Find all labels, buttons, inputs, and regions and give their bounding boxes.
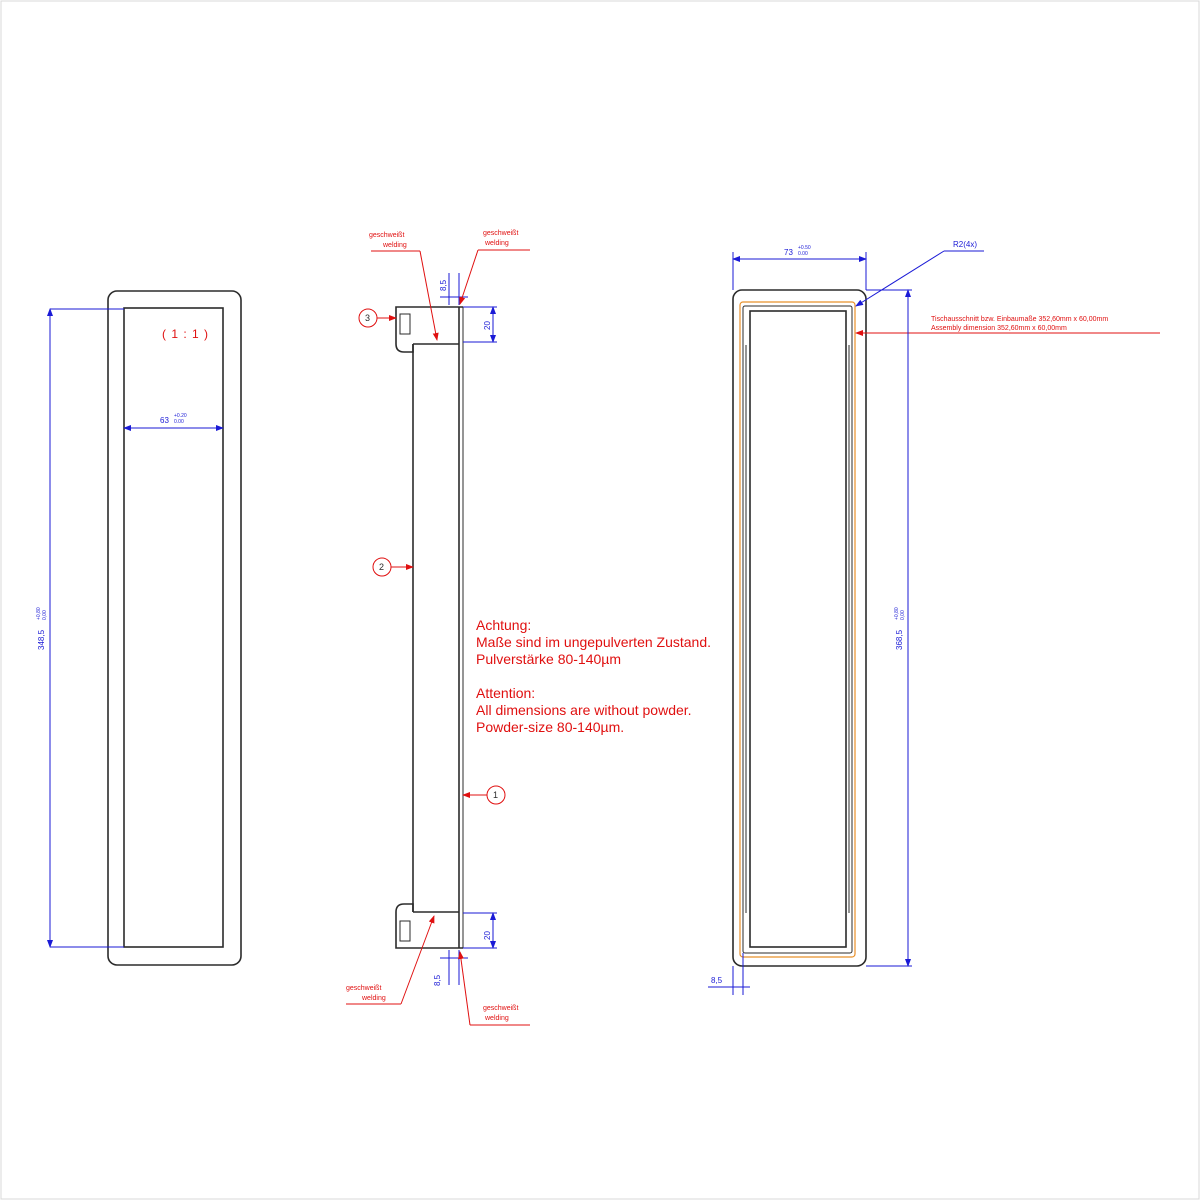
right-outer-frame bbox=[732, 289, 867, 967]
note-en-title: Attention: bbox=[476, 685, 536, 701]
right-width-tol-upper: +0.50 bbox=[798, 245, 811, 251]
right-height-dimension-value: 368,5 bbox=[895, 629, 904, 650]
middle-top-flange bbox=[395, 306, 463, 353]
left-width-dimension-value: 63 bbox=[160, 416, 169, 425]
right-inner-panel bbox=[749, 310, 847, 948]
note-de-title: Achtung: bbox=[476, 617, 532, 633]
note-de-line2: Pulverstärke 80-140µm bbox=[476, 651, 622, 667]
right-small-dimension-value: 8,5 bbox=[711, 976, 723, 985]
middle-view: 8,5 20 20 8,5 geschweißt welding geschwe… bbox=[346, 230, 530, 1026]
cutout-label-en: Assembly dimension 352,60mm x 60,00mm bbox=[931, 325, 1067, 332]
weld-label-top-right-de: geschweißt bbox=[483, 230, 518, 237]
weld-leader-top-left bbox=[419, 250, 439, 341]
top-flange-dimension-value: 20 bbox=[483, 321, 492, 330]
balloon-1 bbox=[486, 785, 506, 805]
weld-leader-bottom-left bbox=[400, 915, 435, 1005]
right-height-tol-upper: +0,80 bbox=[894, 607, 900, 620]
weld-label-bottom-left-de: geschweißt bbox=[346, 985, 381, 992]
right-cutout-outline bbox=[739, 301, 856, 958]
powder-coating-note: Achtung: Maße sind im ungepulverten Zust… bbox=[476, 617, 711, 736]
note-en-line2: Powder-size 80-140µm. bbox=[476, 719, 625, 735]
top-small-dimension-value: 8,5 bbox=[439, 279, 448, 291]
weld-label-bottom-right-de: geschweißt bbox=[483, 1005, 518, 1012]
weld-label-top-left-de: geschweißt bbox=[369, 232, 404, 239]
balloon-2 bbox=[372, 557, 392, 577]
left-height-dimension-value: 348,5 bbox=[37, 629, 46, 650]
radius-leader bbox=[855, 250, 945, 307]
radius-label: R2(4x) bbox=[953, 240, 977, 249]
weld-label-top-right-en: welding bbox=[484, 240, 509, 247]
balloon-1-label: 1 bbox=[493, 790, 498, 800]
balloon-2-label: 2 bbox=[379, 562, 384, 572]
left-height-tol-lower: 0,00 bbox=[42, 610, 48, 620]
middle-bottom-flange bbox=[395, 903, 463, 949]
right-outer-rim bbox=[742, 305, 853, 954]
middle-bottom-slot bbox=[399, 920, 411, 942]
note-spacer bbox=[476, 668, 711, 685]
right-height-tol-lower: 0,00 bbox=[900, 610, 906, 620]
balloon-3 bbox=[358, 308, 378, 328]
right-width-dimension-value: 73 bbox=[784, 248, 793, 257]
left-inner-opening bbox=[123, 307, 224, 948]
bottom-small-dimension-value: 8,5 bbox=[433, 974, 442, 986]
weld-label-bottom-right-en: welding bbox=[484, 1015, 509, 1022]
right-view: 73 +0.50 0.00 R2(4x) Tischausschnitt bzw… bbox=[708, 240, 1160, 995]
cutout-label-de: Tischausschnitt bzw. Einbaumaße 352,60mm… bbox=[931, 316, 1108, 323]
left-width-tol-lower: 0.00 bbox=[174, 419, 184, 425]
note-de-line1: Maße sind im ungepulverten Zustand. bbox=[476, 634, 712, 650]
weld-leader-top-right bbox=[459, 249, 479, 305]
left-height-tol-upper: +0,80 bbox=[36, 607, 42, 620]
left-view: ( 1 : 1 ) 63 +0.20 0.00 348,5 +0,80 0,00 bbox=[36, 290, 242, 966]
weld-leader-bottom-right bbox=[457, 951, 471, 1026]
middle-top-slot bbox=[399, 313, 411, 335]
right-width-tol-lower: 0.00 bbox=[798, 251, 808, 257]
weld-label-bottom-left-en: welding bbox=[361, 995, 386, 1002]
left-width-tol-upper: +0.20 bbox=[174, 413, 187, 419]
left-outer-frame bbox=[107, 290, 242, 966]
balloon-3-label: 3 bbox=[365, 313, 370, 323]
weld-label-top-left-en: welding bbox=[382, 242, 407, 249]
note-en-line1: All dimensions are without powder. bbox=[476, 702, 692, 718]
scale-label: ( 1 : 1 ) bbox=[162, 327, 209, 341]
bottom-flange-dimension-value: 20 bbox=[483, 931, 492, 940]
